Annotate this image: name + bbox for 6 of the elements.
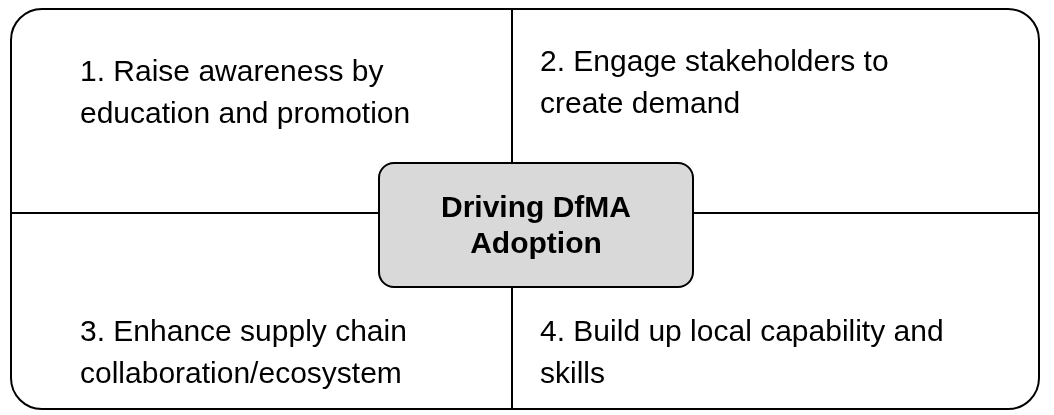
quadrant-text: 4. Build up local capability and skills (540, 310, 980, 394)
center-box: Driving DfMA Adoption (378, 162, 694, 288)
quadrant-text: 2. Engage stakeholders to create demand (540, 40, 980, 124)
quadrant-text: 1. Raise awareness by education and promotion (80, 50, 520, 134)
outer-frame (10, 8, 1040, 410)
quadrant-text: 3. Enhance supply chain collaboration/ecosystem (80, 310, 520, 394)
